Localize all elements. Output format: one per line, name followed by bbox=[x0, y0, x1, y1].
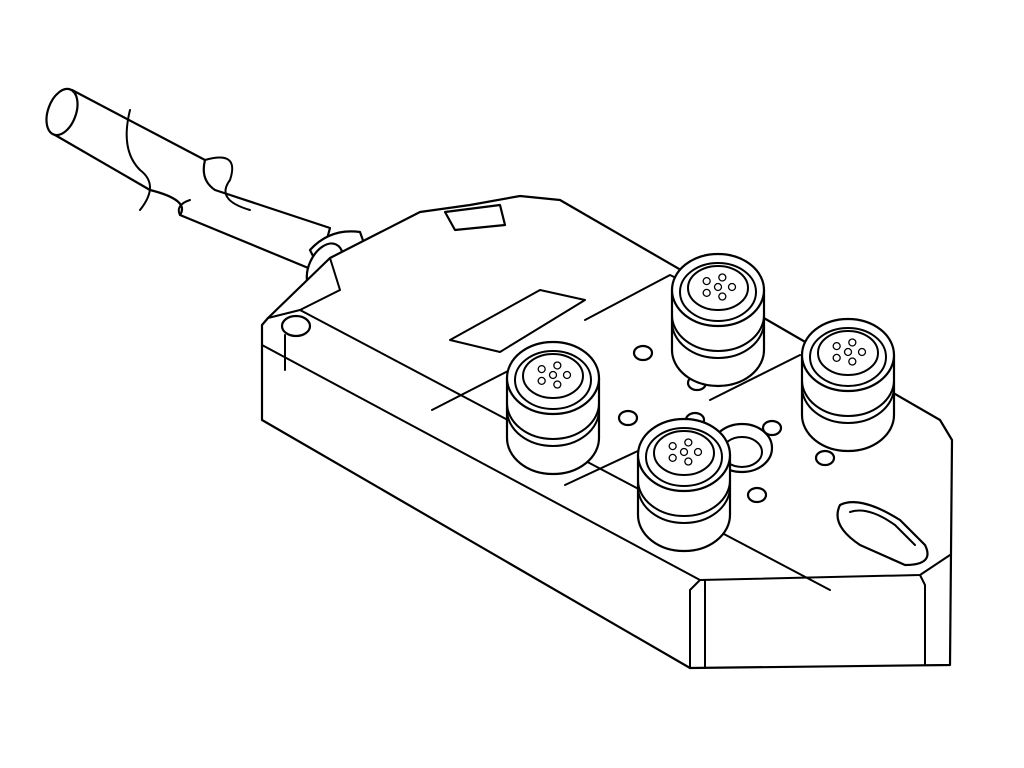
m12-port-2 bbox=[800, 317, 896, 453]
m12-port-4 bbox=[636, 417, 732, 553]
housing bbox=[260, 194, 954, 670]
m12-port-1 bbox=[670, 252, 766, 388]
ports bbox=[505, 252, 896, 553]
m12-port-3 bbox=[505, 340, 601, 476]
cable bbox=[45, 87, 332, 274]
mounting-slot bbox=[836, 501, 929, 567]
